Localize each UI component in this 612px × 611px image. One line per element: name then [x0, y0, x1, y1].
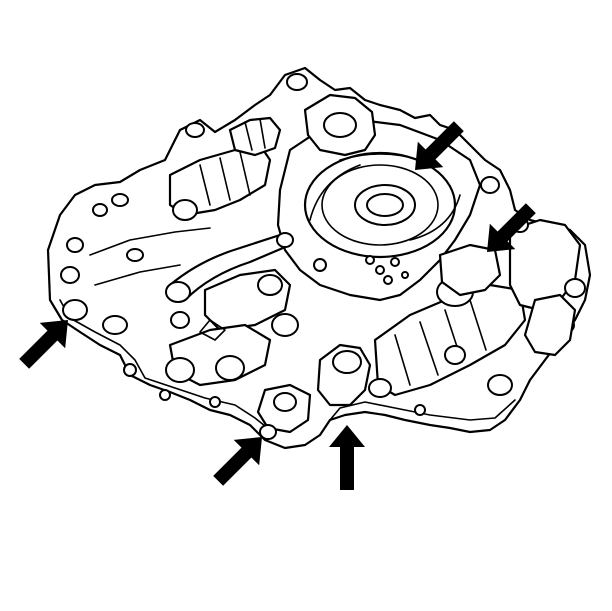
body-lower-edge	[59, 299, 271, 431]
lower-left-port	[259, 424, 277, 440]
accumulator-groove-right	[409, 194, 461, 241]
accumulator-groove-top	[339, 153, 421, 161]
bolt-hole	[286, 73, 308, 91]
arrow-bottom-left	[213, 437, 262, 486]
arrow-upper-right	[487, 203, 536, 252]
center-valve-bores	[165, 268, 299, 387]
accumulator-ring	[321, 164, 439, 246]
valve-bore-left	[168, 116, 282, 217]
arrow-upper-center	[415, 121, 464, 170]
arrow-left	[19, 320, 68, 369]
detail-holes	[123, 255, 426, 416]
body-lower-edge-right	[329, 399, 516, 421]
transfer-tube	[165, 232, 294, 303]
center-bore	[165, 357, 195, 383]
left-port	[62, 299, 88, 321]
upper-left-tower	[185, 73, 377, 157]
left-body-detail	[60, 193, 211, 335]
accumulator-inner-bore	[366, 193, 404, 217]
accumulator-groove-left	[309, 164, 361, 221]
right-valve-spool	[368, 243, 527, 398]
lower-center-boss	[256, 343, 372, 440]
callout-arrows	[19, 121, 536, 490]
arrow-bottom-center	[329, 425, 365, 490]
bolt-hole	[185, 122, 205, 138]
